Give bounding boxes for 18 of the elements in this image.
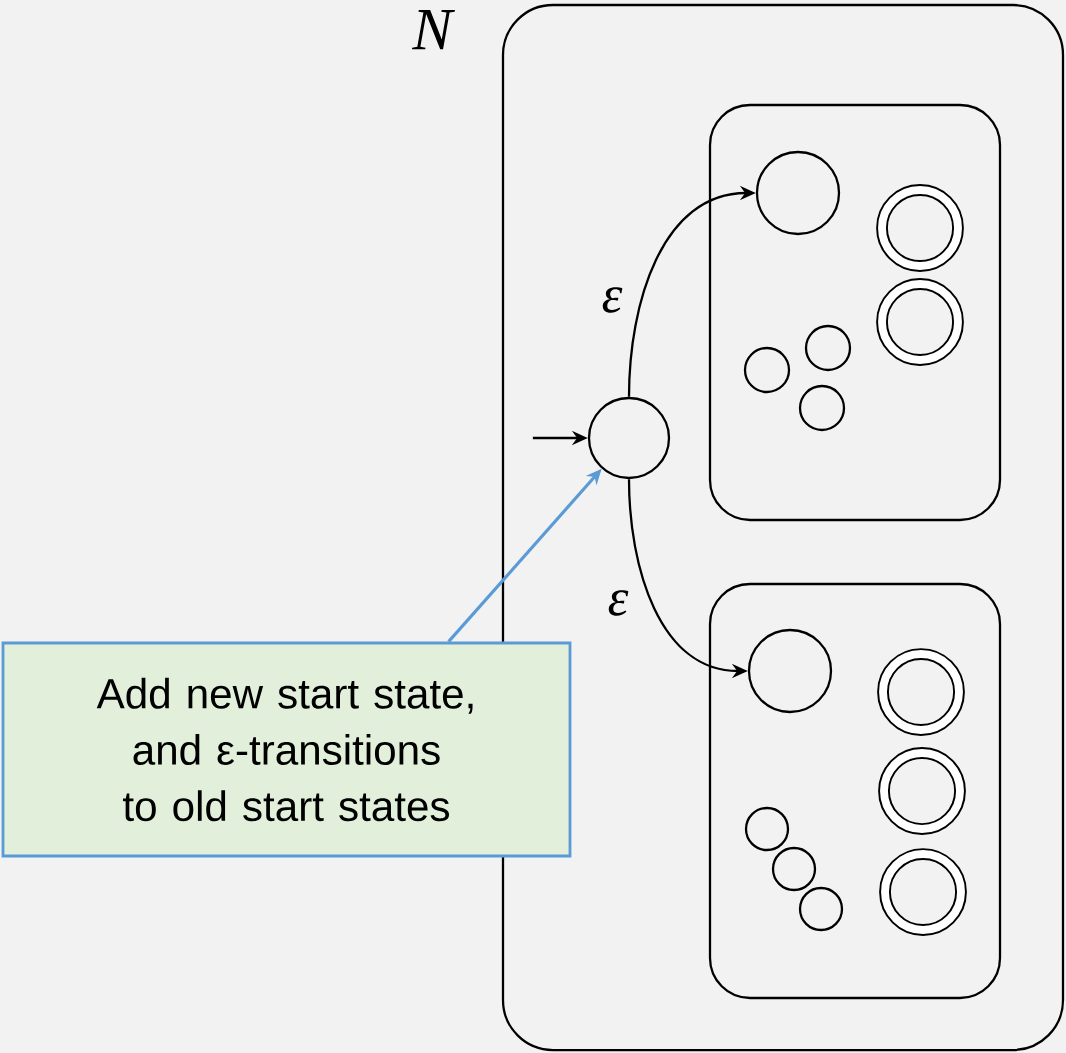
accept-state (876, 184, 964, 272)
state-circle (744, 806, 790, 852)
state-circle (747, 628, 833, 714)
automaton-box (708, 582, 1002, 1000)
state-circle (743, 346, 791, 394)
state-circle (587, 396, 671, 480)
state-circle (771, 846, 817, 892)
node-label: N (411, 10, 455, 50)
accept-state (878, 747, 966, 835)
automaton-box (708, 103, 1002, 522)
state-circle (804, 324, 852, 372)
state-circle (755, 150, 841, 236)
callout-box: Add new start state, and ε-transitions to old start states (1, 641, 572, 858)
accept-state (877, 648, 965, 736)
state-circle (798, 384, 846, 432)
accept-state (876, 278, 964, 366)
state-circle (798, 886, 844, 932)
accept-state (879, 848, 967, 936)
